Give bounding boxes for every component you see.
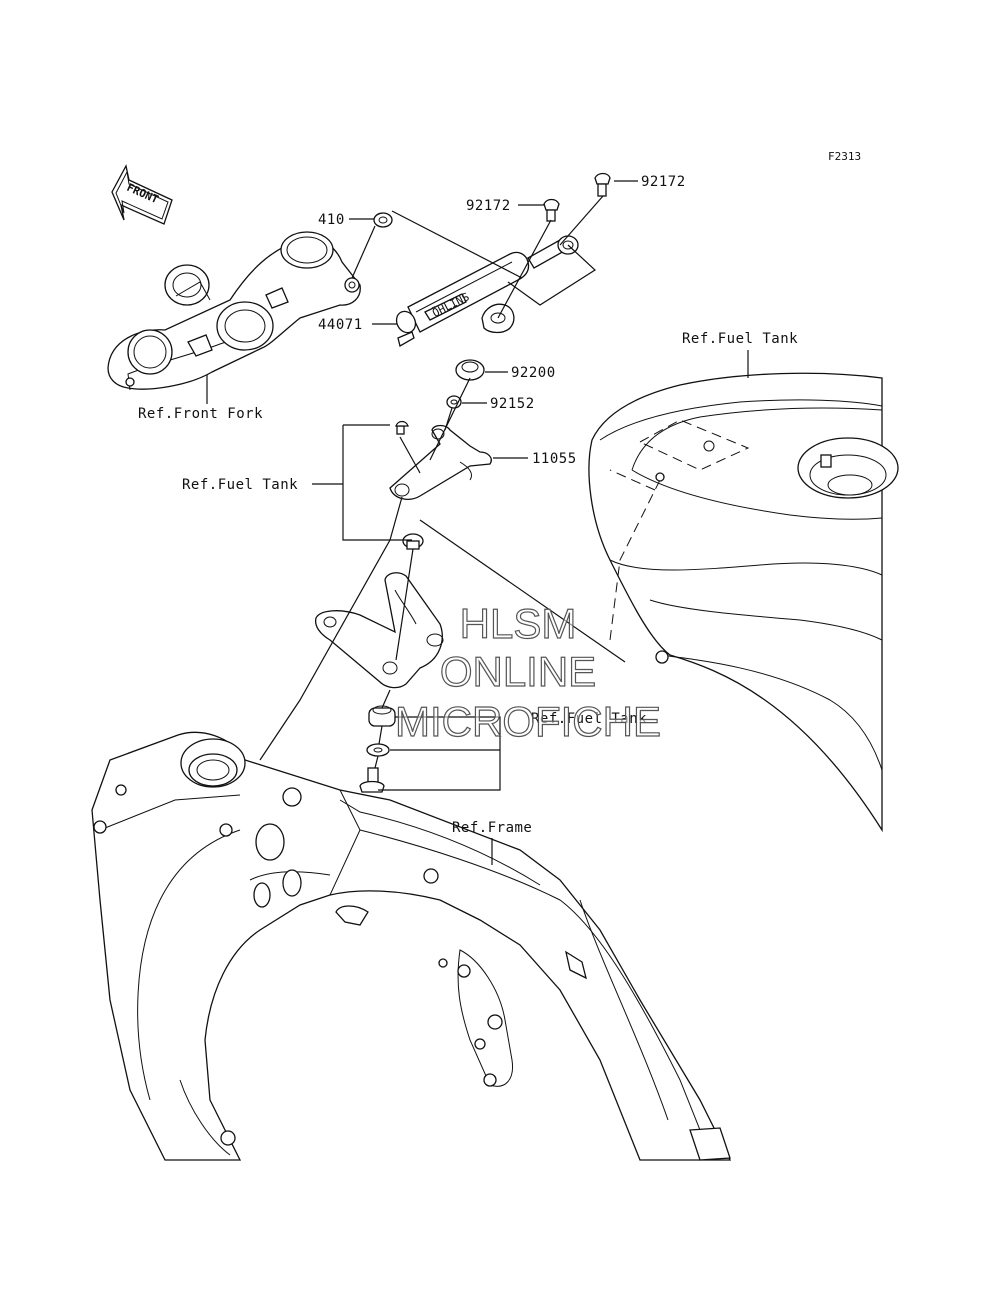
top-bracket-illustration	[107, 231, 361, 391]
washer-icon	[366, 743, 390, 757]
callout-92152: 92152	[490, 396, 535, 412]
bolt-92172-top-icon	[594, 172, 611, 197]
ref-fuel-tank-mid: Ref.Fuel Tank	[531, 711, 647, 727]
figure-code: F2313	[828, 150, 861, 163]
callout-92172-left: 92172	[466, 198, 511, 214]
watermark-line-2: ONLINE	[440, 648, 596, 695]
ref-frame: Ref.Frame	[452, 820, 532, 836]
washer-92152-icon	[446, 395, 462, 409]
watermark: HLSM ONLINE MICROFICHE	[394, 599, 661, 745]
front-arrow-icon: FRONT	[111, 164, 173, 225]
bolt-collar-icon	[402, 533, 424, 550]
mount-bolt-icon	[359, 767, 385, 793]
ref-fuel-tank-right: Ref.Fuel Tank	[682, 331, 798, 347]
watermark-line-3: MICROFICHE	[395, 698, 661, 745]
grommet-icon	[368, 705, 396, 727]
bracket-11055-illustration	[389, 420, 492, 500]
fuel-tank-illustration	[588, 372, 899, 833]
spacer-92200-icon	[455, 359, 485, 381]
steering-damper-illustration: ÖHLINS	[395, 235, 579, 347]
ref-fuel-tank-left: Ref.Fuel Tank	[182, 477, 298, 493]
leader-lines	[206, 180, 749, 865]
callout-92172-top: 92172	[641, 174, 686, 190]
frame-illustration	[91, 731, 732, 1161]
bolt-92172-left-icon	[543, 198, 560, 222]
collar-410-icon	[373, 212, 393, 228]
callout-44071: 44071	[318, 317, 363, 333]
watermark-line-1: HLSM	[460, 600, 577, 647]
callout-11055: 11055	[532, 451, 577, 467]
mount-bracket-illustration	[314, 572, 444, 689]
callout-92200: 92200	[511, 365, 556, 381]
ref-front-fork: Ref.Front Fork	[138, 406, 263, 422]
callout-410: 410	[318, 212, 345, 228]
